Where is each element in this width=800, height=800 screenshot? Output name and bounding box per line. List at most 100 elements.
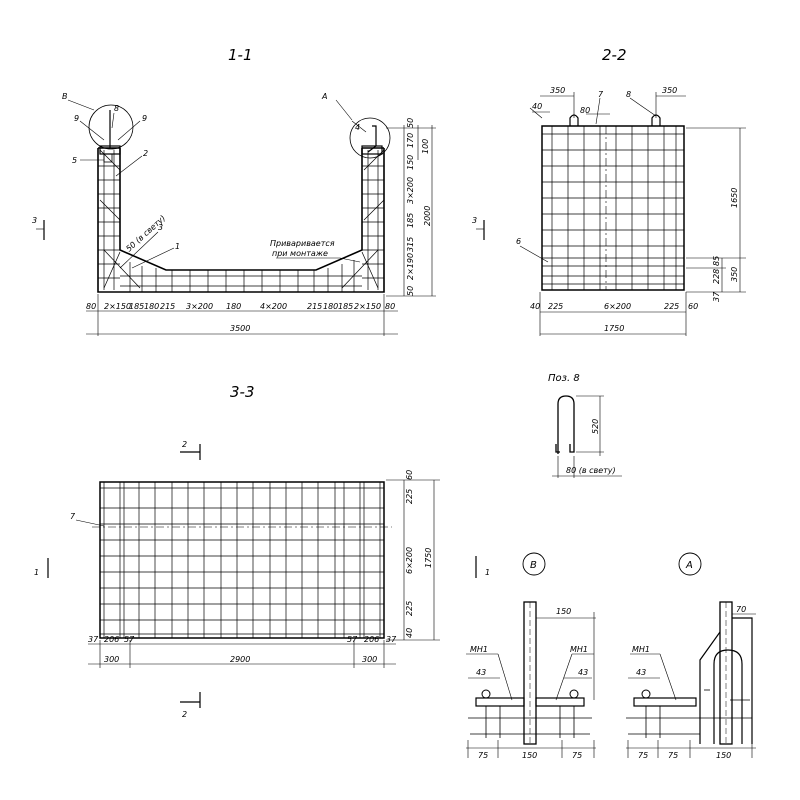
- dim-3-3-b2: 206: [104, 635, 119, 644]
- detail-B-dim-150-top: 150: [556, 607, 571, 616]
- dim-1-1-b6: 3×200: [186, 302, 213, 311]
- pos-7-leader-3-3: [75, 519, 105, 527]
- section-mark-3-right-label: 3: [472, 216, 477, 225]
- dim-3-3-r3: 6×200: [405, 547, 414, 574]
- dim-lines-3-3: [88, 479, 440, 668]
- dim-1-1-b7: 180: [226, 302, 241, 311]
- detail-A-lower-bars: [626, 689, 752, 738]
- hook-bar-4: [367, 125, 377, 153]
- dim-3-3-overall-height: 1750: [424, 548, 433, 568]
- dim-3-3-b1: 37: [88, 635, 99, 644]
- dim-1-1-r6: 185: [406, 213, 415, 228]
- dim-2-2-t2: 80: [580, 106, 590, 115]
- cage-elevation-outline: [541, 125, 685, 291]
- dim-1-1-b5: 215: [160, 302, 175, 311]
- detail-A-dim-b2: 75: [668, 751, 678, 760]
- detail-B-dim-b3: 75: [572, 751, 582, 760]
- callout-A-label: А: [321, 92, 327, 101]
- detail-A: А 70 МН1 43 75 75 150: [626, 552, 756, 760]
- dim-1-1-b10: 180: [323, 302, 338, 311]
- section-2-2-title: 2-2: [602, 46, 627, 64]
- dim-1-1-r8: 2×190: [406, 253, 415, 280]
- callout-circle-B: [88, 104, 134, 150]
- callout-B-label: В: [62, 92, 68, 101]
- detail-A-side-plate: [732, 617, 753, 744]
- detail-A-dim-b1: 75: [638, 751, 648, 760]
- detail-A-mn1: МН1: [632, 645, 650, 654]
- detail-B-title-circle: [522, 552, 546, 576]
- section-2-2: 2-2: [472, 46, 746, 336]
- dim-2-2-b5: 60: [688, 302, 698, 311]
- pos-7-label-2-2: 7: [598, 90, 604, 99]
- section-mark-3-left: 3: [32, 216, 45, 240]
- dim-2-2-b4: 225: [664, 302, 679, 311]
- leaders-1-1: [36, 99, 367, 269]
- dim-3-3-b5: 206: [364, 635, 379, 644]
- dim-1-1-b2: 2×150: [104, 302, 131, 311]
- pos-6-label: 6: [516, 237, 521, 246]
- dim-1-1-overall-height: 2000: [423, 206, 432, 226]
- plate-5-square: [103, 153, 113, 163]
- pos-4-label: 4: [355, 123, 360, 132]
- pos-8-hook-shape: [555, 395, 575, 454]
- pos-8-label-2-2: 8: [626, 90, 631, 99]
- dim-3-3-c1: 300: [104, 655, 119, 664]
- dim-1-1-r2: 170: [406, 133, 415, 148]
- detail-B: В 1 150 МН1 МН1 43: [466, 552, 596, 760]
- detail-B-anchor-right: [569, 689, 579, 699]
- section-mark-2-bottom: 2: [182, 710, 187, 719]
- section-3-3: 3-3 2 1 2 7: [34, 383, 440, 719]
- detail-A-title-circle: [678, 552, 702, 576]
- detail-B-dim-b1: 75: [478, 751, 488, 760]
- section-1-1: 1-1: [32, 46, 436, 336]
- dim-2-2-t3: 350: [662, 86, 677, 95]
- dim-2-2-r3: 228: [712, 269, 721, 284]
- dim-2-2-r1: 1650: [730, 188, 739, 208]
- dim-3-3-r4: 225: [405, 601, 414, 616]
- dim-1-1-b3: 185: [129, 302, 144, 311]
- dim-2-2-t1: 350: [550, 86, 565, 95]
- detail-A-dim-43: 43: [636, 668, 646, 677]
- pos-9-right: 9: [142, 114, 147, 123]
- section-marks-3-3: [47, 444, 201, 708]
- dim-1-1-b9: 215: [307, 302, 322, 311]
- dim-1-1-r4: 150: [406, 155, 415, 170]
- detail-B-mn1-right: МН1: [570, 645, 588, 654]
- detail-A-dim-b3: 150: [716, 751, 731, 760]
- section-mark-2-top: 2: [182, 440, 187, 449]
- detail-B-anchor-left: [481, 689, 491, 699]
- plan-grid: [100, 482, 384, 638]
- pos-8-clear-label: 80 (в свету): [566, 466, 616, 475]
- detail-B-lower-bars: [468, 706, 592, 738]
- dim-1-1-r3: 100: [421, 139, 430, 154]
- dim-2-2-r4: 37: [712, 291, 721, 302]
- detail-B-dim-43-left: 43: [476, 668, 486, 677]
- clear-gap-label: 50 (в свету): [124, 214, 167, 254]
- detail-A-anchor: [641, 689, 651, 699]
- detail-B-mark-label: 1: [485, 568, 490, 577]
- detail-B-mn1-left: МН1: [470, 645, 488, 654]
- section-mark-3-left-label: 3: [32, 216, 37, 225]
- dim-1-1-b11: 185: [338, 302, 353, 311]
- dim-2-2-r2: 85: [712, 256, 721, 266]
- u-frame-outline: [97, 147, 385, 293]
- detail-B-dim-lines: [466, 612, 596, 758]
- pos-8-label: 8: [114, 104, 119, 113]
- pos-3-label: 3: [158, 223, 163, 232]
- pos-7-label-3-3: 7: [70, 512, 76, 521]
- detail-B-plate-right: [535, 697, 585, 707]
- weld-note-line1: Приваривается: [270, 239, 335, 248]
- pos-1-label: 1: [175, 242, 180, 251]
- detail-B-dim-b2: 150: [522, 751, 537, 760]
- wall-mesh-right: [362, 149, 385, 290]
- embedded-plate-right: [361, 145, 383, 155]
- dim-3-3-b3: 57: [124, 635, 135, 644]
- dim-lines-2-2: [476, 92, 746, 336]
- dim-1-1-b1: 80: [86, 302, 96, 311]
- detail-B-dim-43-right: 43: [578, 668, 588, 677]
- dim-2-2-b3: 6×200: [604, 302, 631, 311]
- dim-1-1-r1: 50: [406, 118, 415, 128]
- dim-1-1-b4: 180: [144, 302, 159, 311]
- section-1-1-title: 1-1: [228, 46, 253, 64]
- dim-1-1-r7: 315: [406, 237, 415, 252]
